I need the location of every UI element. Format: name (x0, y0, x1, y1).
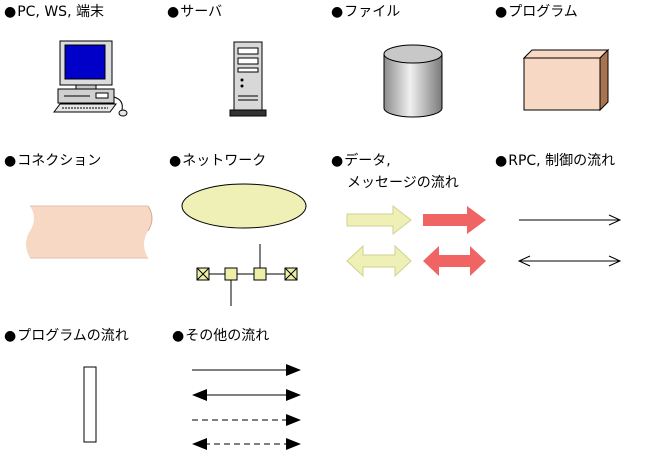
label-program-flow: ●プログラムの流れ (4, 328, 129, 344)
label-file: ●ファイル (331, 4, 401, 20)
label-other-flow: ●その他の流れ (172, 328, 270, 344)
other-flow-arrows (192, 364, 301, 450)
label-rpc: ●RPC, 制御の流れ (495, 153, 616, 169)
label-data-line2: メッセージの流れ (347, 175, 459, 191)
pipe-icon (26, 205, 153, 259)
message-flow-arrow-right (423, 206, 486, 234)
data-flow-arrows (346, 204, 486, 278)
label-program: ●プログラム (495, 4, 578, 20)
box-icon (522, 48, 610, 112)
message-flow-arrow-both (423, 246, 486, 276)
network-topology-icon (181, 183, 307, 306)
label-server: ●サーバ (167, 4, 223, 20)
desktop-computer-icon (53, 40, 128, 117)
database-cylinder-icon (383, 44, 443, 118)
tower-server-icon (229, 41, 267, 117)
label-network: ●ネットワーク (169, 153, 267, 169)
data-flow-arrow-both (346, 244, 412, 278)
data-flow-arrow-right (346, 204, 412, 236)
label-data: ●データ, (331, 153, 391, 169)
rpc-flow-arrows (517, 214, 622, 267)
label-pc: ●PC, WS, 端末 (4, 4, 104, 20)
label-connection: ●コネクション (4, 153, 102, 169)
program-flow-bar (83, 366, 97, 443)
